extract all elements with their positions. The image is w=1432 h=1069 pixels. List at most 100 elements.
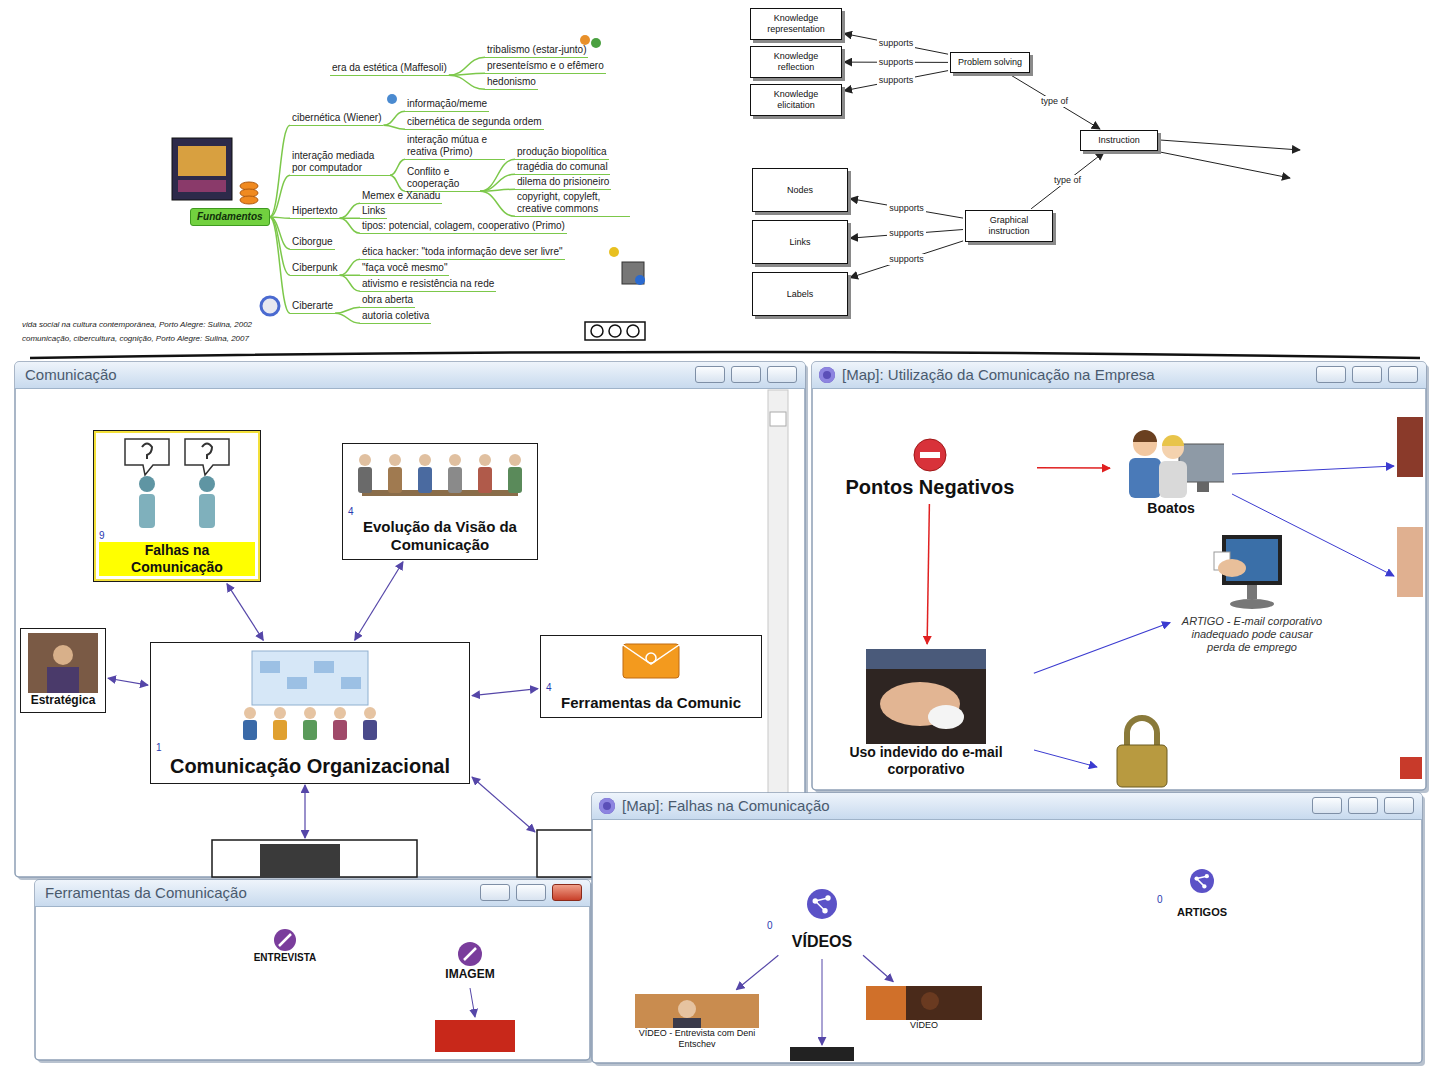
- minus-sign: [914, 439, 946, 471]
- node-picture: [26, 633, 100, 693]
- edge-picture: [1397, 527, 1423, 597]
- node-label: era da estética (Maffesoli): [332, 62, 447, 74]
- license-badge: [585, 322, 645, 340]
- connector-label: type of: [1039, 96, 1070, 107]
- link-line: [304, 785, 305, 838]
- mindmap-topic: Conflito e cooperação: [405, 166, 480, 192]
- mindmap-branch: [449, 75, 485, 89]
- image-photo: [260, 844, 340, 877]
- node-label: ética hacker: "toda informação deve ser …: [362, 246, 563, 258]
- node-label: Fundamentos: [197, 211, 263, 223]
- envelope-flap: [623, 645, 679, 664]
- mindmap-branch: [449, 57, 485, 75]
- person-body: [243, 720, 257, 740]
- node-label: Problem solving: [956, 57, 1024, 68]
- table: [362, 490, 518, 496]
- person-body: [508, 467, 522, 493]
- connector-arrow: [844, 71, 948, 91]
- node-picture: [156, 647, 464, 742]
- photo: [866, 649, 986, 744]
- node-picture: [348, 448, 532, 506]
- scroll-thumb: [770, 412, 786, 426]
- mindmap-branch: [335, 313, 360, 323]
- edge-picture: [1400, 757, 1422, 779]
- mindmap-branch: [340, 275, 360, 291]
- computer-mouse: [928, 705, 964, 729]
- photo: [28, 633, 98, 693]
- person-head: [244, 707, 256, 719]
- connector-arrow: [844, 34, 948, 55]
- map-icon-dot: [813, 898, 818, 903]
- person-body: [448, 467, 462, 493]
- node-label: Ciberpunk: [292, 262, 338, 274]
- mindmap-topic: tragédia do comunal: [515, 161, 610, 175]
- mindmap-branch: [480, 189, 515, 191]
- mindmap-branch: [270, 175, 290, 217]
- person-body: [478, 467, 492, 493]
- connector-arrow: [227, 584, 263, 641]
- window-button: [1388, 366, 1418, 383]
- window-button: [516, 884, 546, 901]
- node-picture: [831, 435, 1029, 475]
- window-frame: [812, 362, 1426, 790]
- person-body: [1159, 461, 1187, 498]
- person-head: [334, 707, 346, 719]
- node-picture: [241, 928, 329, 952]
- topic-card: 9Falhas na Comunicação: [93, 430, 261, 582]
- person-head: [449, 454, 461, 466]
- connector-label: supports: [887, 254, 926, 265]
- node-label: hedonismo: [487, 76, 536, 88]
- mindmap-topic: interação mediada por computador: [290, 150, 390, 176]
- info-dot: [635, 275, 645, 285]
- window-button: [1384, 797, 1414, 814]
- connector-arrow: [472, 689, 538, 696]
- board-note: [341, 677, 361, 689]
- node-picture: [768, 888, 876, 920]
- person-body: [273, 720, 287, 740]
- window-button: [1348, 797, 1378, 814]
- window-button: [1316, 366, 1346, 383]
- node-label: Ciberarte: [292, 300, 333, 312]
- connector-arrow: [355, 562, 403, 641]
- mindmap-topic: cibernética (Wiener): [290, 112, 383, 126]
- node-label: Evolução da Visão da Comunicação: [348, 518, 532, 554]
- book-cover-band: [178, 180, 226, 192]
- mindmap-branch: [449, 73, 485, 75]
- node-label: Labels: [758, 289, 842, 300]
- at-sign: [646, 653, 656, 663]
- node-label: Ferramentas da Comunic: [546, 694, 756, 712]
- person-body: [418, 467, 432, 493]
- node-label: Boatos: [1117, 500, 1225, 517]
- window-frame: [35, 880, 590, 1060]
- photo: [866, 986, 982, 1020]
- node-label: Hipertexto: [292, 205, 338, 217]
- node-label: interação mútua e reativa (Primo): [407, 134, 503, 158]
- connector-arrow: [863, 955, 893, 981]
- mindmap-topic: produção biopolítica: [515, 146, 609, 160]
- window-button: [1352, 366, 1382, 383]
- link-line: [472, 777, 535, 832]
- mindmap-branch: [270, 125, 290, 217]
- topic-card: 4Evolução da Visão da Comunicação: [342, 443, 538, 560]
- node-label: tragédia do comunal: [517, 161, 608, 173]
- map-node: VÍDEO - Entrevista com Deni Entschev: [617, 991, 777, 1053]
- mindmap-topic: copyright, copyleft, creative commons: [515, 191, 630, 217]
- node-label: VÍDEOS: [767, 932, 877, 951]
- map-window: Ferramentas da ComunicaçãoENTREVISTAIMAG…: [35, 880, 590, 1060]
- pen-mark: [464, 948, 476, 960]
- separator-line: [30, 352, 1420, 358]
- concept-box: Graphical instruction: [965, 210, 1053, 242]
- map-icon-dot: [1202, 884, 1206, 888]
- mindmap-branch: [390, 175, 405, 191]
- license-mark: [609, 325, 621, 337]
- concept-box: Labels: [752, 272, 848, 316]
- node-label: Instruction: [1086, 135, 1152, 146]
- node-picture: [426, 941, 514, 967]
- connector-arrow: [927, 504, 929, 644]
- callout-number: 0: [767, 920, 877, 932]
- connector-label: supports: [877, 38, 916, 49]
- node-label: tribalismo (estar-junto): [487, 44, 586, 56]
- callout-number: 4: [348, 506, 532, 518]
- photo-face: [921, 992, 939, 1010]
